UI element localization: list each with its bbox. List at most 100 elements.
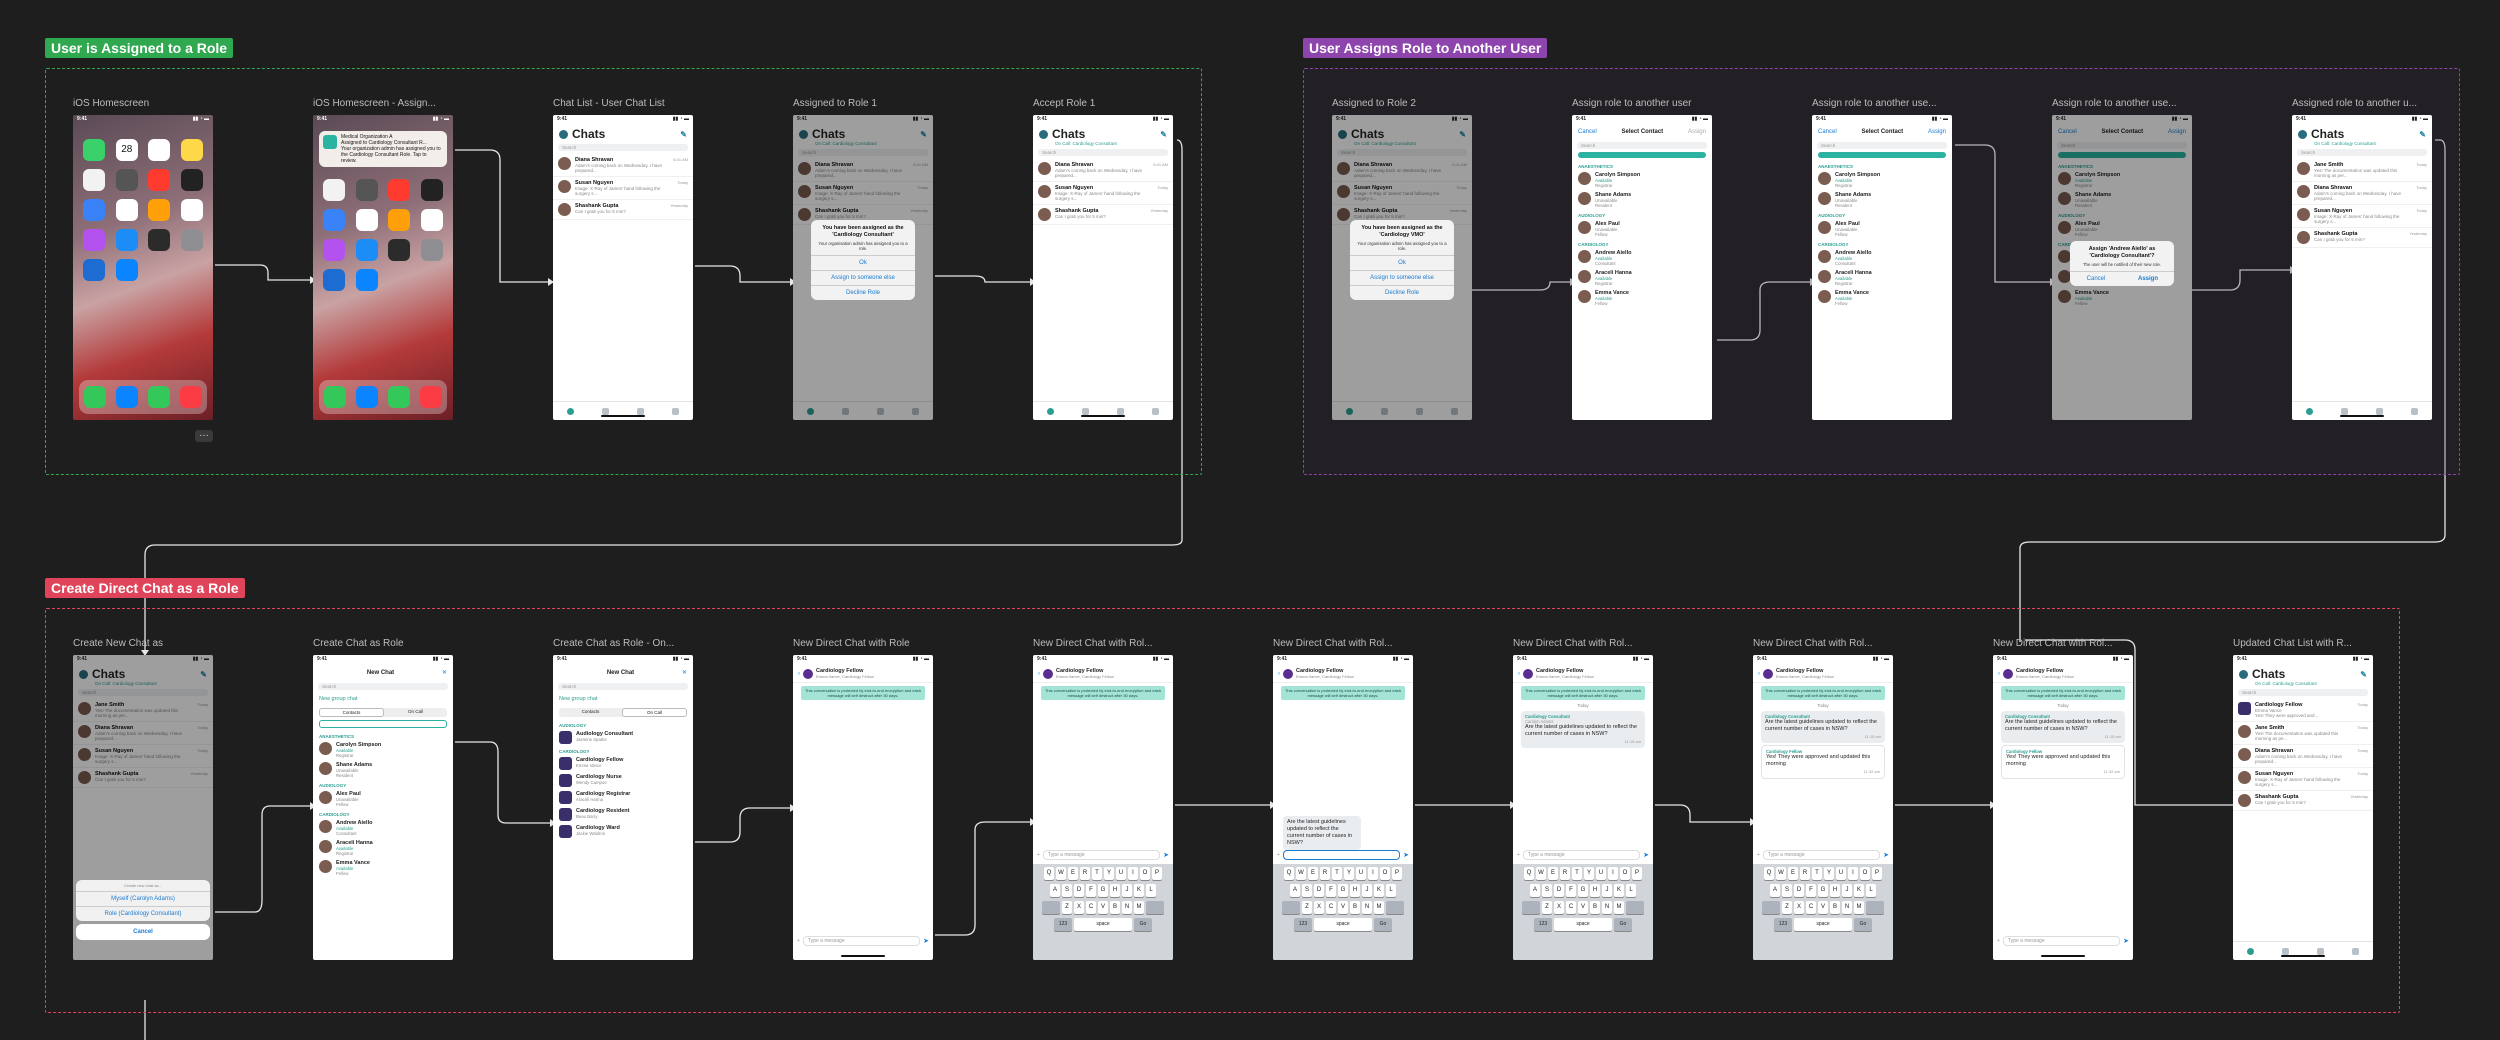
delete-key[interactable]: [1386, 901, 1404, 914]
message-input[interactable]: [1282, 850, 1401, 860]
keyboard-key[interactable]: U: [1836, 867, 1846, 880]
assign-button[interactable]: Assign: [1687, 129, 1706, 135]
numbers-key[interactable]: 123: [1534, 918, 1552, 931]
search-input[interactable]: Search: [1337, 149, 1467, 156]
calls-tab-icon[interactable]: [2317, 947, 2324, 955]
app-icon[interactable]: [420, 209, 443, 231]
search-input[interactable]: Search: [2297, 149, 2427, 156]
ios-homescreen-frame[interactable]: 9:41▮▮ ◔ ▬ 28: [73, 115, 213, 420]
keyboard-key[interactable]: X: [1314, 901, 1324, 914]
calls-tab-icon[interactable]: [637, 407, 644, 415]
keyboard-key[interactable]: N: [1602, 901, 1612, 914]
compose-icon[interactable]: ✎: [1160, 129, 1167, 139]
keyboard-key[interactable]: Z: [1062, 901, 1072, 914]
calls-tab-icon[interactable]: [2376, 407, 2383, 415]
message-input[interactable]: Type a message: [1762, 850, 1881, 860]
delete-key[interactable]: [1146, 901, 1164, 914]
go-key[interactable]: Go: [1854, 918, 1872, 931]
tab-oncall[interactable]: On Call: [407, 709, 423, 714]
keyboard-key[interactable]: I: [1848, 867, 1858, 880]
compose-icon[interactable]: ✎: [2360, 669, 2367, 679]
dock-app-icon[interactable]: [420, 386, 442, 408]
assign-button[interactable]: Assign: [2167, 129, 2186, 135]
dock-app-icon[interactable]: [148, 386, 170, 408]
keyboard-key[interactable]: E: [1548, 867, 1558, 880]
search-input[interactable]: Search: [2057, 142, 2187, 149]
keyboard-key[interactable]: C: [1086, 901, 1096, 914]
create-as-role-option[interactable]: Role (Cardiology Consultant): [76, 906, 210, 921]
new-chat-contacts-frame[interactable]: 9:41▮▮ ◔ ▬ New Chat✕ Search New group ch…: [313, 655, 453, 960]
keyboard-key[interactable]: Y: [1344, 867, 1354, 880]
send-icon[interactable]: ➤: [923, 938, 929, 945]
message-input[interactable]: Type a message: [1522, 850, 1641, 860]
numbers-key[interactable]: 123: [1054, 918, 1072, 931]
keyboard-key[interactable]: Y: [1104, 867, 1114, 880]
search-input[interactable]: Search: [558, 683, 688, 690]
contacts-tab-icon[interactable]: [1381, 407, 1388, 415]
new-chat-oncall-frame[interactable]: 9:41▮▮ ◔ ▬ New Chat✕ Search New group ch…: [553, 655, 693, 960]
available-toggle[interactable]: [1578, 152, 1706, 158]
keyboard-key[interactable]: I: [1128, 867, 1138, 880]
dock-app-icon[interactable]: [116, 386, 138, 408]
keyboard-key[interactable]: J: [1602, 884, 1612, 897]
go-key[interactable]: Go: [1134, 918, 1152, 931]
close-icon[interactable]: ✕: [441, 670, 447, 676]
keyboard-key[interactable]: H: [1350, 884, 1360, 897]
profile-tab-icon[interactable]: [1451, 407, 1458, 415]
cancel-button[interactable]: Cancel: [2058, 129, 2077, 135]
profile-tab-icon[interactable]: [2411, 407, 2418, 415]
delete-key[interactable]: [1866, 901, 1884, 914]
assign-button[interactable]: Assign: [2137, 276, 2158, 282]
keyboard-key[interactable]: W: [1056, 867, 1066, 880]
app-icon[interactable]: [115, 169, 138, 191]
keyboard-key[interactable]: L: [1146, 884, 1156, 897]
assigned-role-1-frame[interactable]: 9:41▮▮ ◔ ▬ Chats✎ On Call: Cardiology Co…: [793, 115, 933, 420]
search-input[interactable]: Search: [1577, 142, 1707, 149]
calls-tab-icon[interactable]: [1117, 407, 1124, 415]
keyboard-key[interactable]: U: [1596, 867, 1606, 880]
keyboard-key[interactable]: M: [1374, 901, 1384, 914]
keyboard-key[interactable]: V: [1338, 901, 1348, 914]
keyboard-key[interactable]: S: [1542, 884, 1552, 897]
app-icon[interactable]: [180, 169, 203, 191]
keyboard-key[interactable]: D: [1314, 884, 1324, 897]
keyboard-key[interactable]: Q: [1044, 867, 1054, 880]
assign-someone-else-button[interactable]: Assign to someone else: [1350, 270, 1454, 285]
ok-button[interactable]: Ok: [811, 255, 915, 270]
profile-tab-icon[interactable]: [912, 407, 919, 415]
calls-tab-icon[interactable]: [1416, 407, 1423, 415]
keyboard-key[interactable]: S: [1302, 884, 1312, 897]
keyboard-key[interactable]: R: [1800, 867, 1810, 880]
app-icon[interactable]: [115, 229, 138, 251]
numbers-key[interactable]: 123: [1294, 918, 1312, 931]
keyboard-key[interactable]: S: [1782, 884, 1792, 897]
keyboard-key[interactable]: L: [1626, 884, 1636, 897]
app-icon[interactable]: [83, 139, 106, 161]
updated-chat-list-frame[interactable]: 9:41▮▮ ◔ ▬ Chats✎ On Call: Cardiology Co…: [2233, 655, 2373, 960]
keyboard-key[interactable]: J: [1122, 884, 1132, 897]
tab-contacts[interactable]: Contacts: [319, 708, 384, 717]
app-icon[interactable]: [148, 199, 171, 221]
assign-someone-else-button[interactable]: Assign to someone else: [811, 270, 915, 285]
app-icon[interactable]: [323, 239, 346, 261]
